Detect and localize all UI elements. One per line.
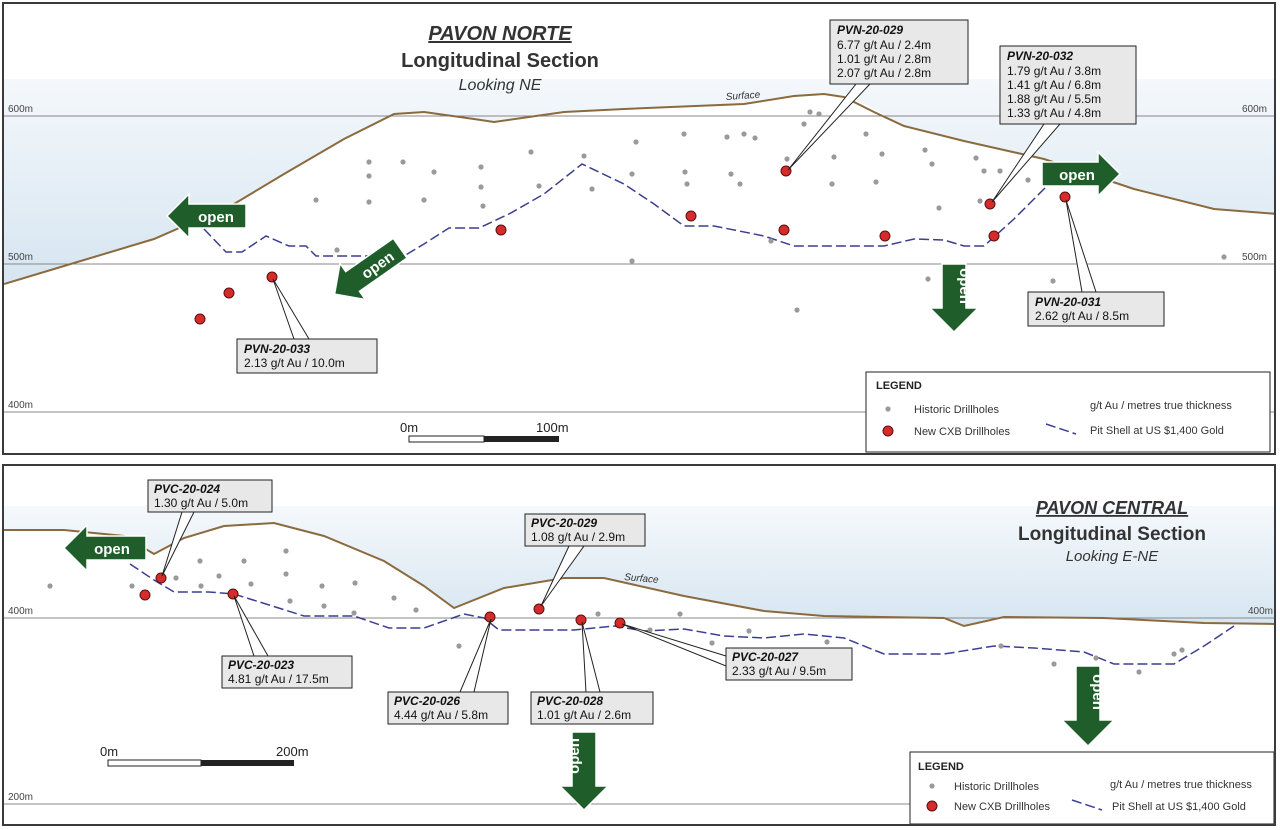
callout-id: PVC-20-029	[531, 516, 597, 530]
scale-end: 200m	[276, 744, 309, 759]
open-arrow-right: open	[1041, 150, 1122, 198]
callout-id: PVN-20-031	[1035, 295, 1101, 309]
historic-drillholes	[47, 548, 1185, 675]
callout-pvc-20-023: PVC-20-023 4.81 g/t Au / 17.5m	[221, 595, 353, 689]
open-label: open	[198, 209, 234, 226]
open-arrow-down-left: open	[333, 237, 409, 301]
scale-end: 100m	[536, 420, 569, 435]
callout-line: 2.07 g/t Au / 2.8m	[837, 66, 931, 80]
pavon-central-section: 400m 400m 200m Surface PAVON CENTRAL Lon…	[4, 466, 1274, 824]
pavon-norte-panel: 600m 600m 500m 500m 400m Surface PAVON N…	[2, 2, 1276, 455]
legend: LEGEND Historic Drillholes New CXB Drill…	[909, 751, 1274, 824]
callout-line: 1.01 g/t Au / 2.6m	[537, 708, 631, 722]
legend-pit-marker	[1071, 799, 1103, 811]
callout-line: 1.01 g/t Au / 2.8m	[837, 52, 931, 66]
section-subtitle: Longitudinal Section	[401, 50, 599, 72]
open-arrow-down-right: open	[1060, 665, 1116, 748]
legend-pit-marker	[1045, 423, 1077, 435]
callout-id: PVC-20-023	[228, 658, 294, 672]
legend-new: New CXB Drillholes	[914, 426, 1010, 438]
open-arrow-left: open	[165, 192, 247, 240]
callout-pvn-20-032: PVN-20-032 1.79 g/t Au / 3.8m 1.41 g/t A…	[991, 45, 1137, 203]
legend-units: g/t Au / metres true thickness	[1090, 400, 1232, 412]
surface-line	[4, 92, 1274, 285]
surface-label: Surface	[725, 90, 761, 103]
callout-line: 2.13 g/t Au / 10.0m	[244, 356, 345, 370]
elevation-label-500-left: 500m	[8, 252, 33, 263]
callout-line: 1.79 g/t Au / 3.8m	[1007, 64, 1101, 78]
callout-pvc-20-024: PVC-20-024 1.30 g/t Au / 5.0m	[147, 479, 273, 577]
legend-pit: Pit Shell at US $1,400 Gold	[1090, 425, 1224, 437]
callout-pvn-20-033: PVN-20-033 2.13 g/t Au / 10.0m	[236, 278, 378, 374]
elevation-label-400-left: 400m	[8, 400, 33, 411]
open-label: open	[94, 541, 130, 558]
legend-new-marker	[926, 800, 938, 812]
callout-pvc-20-029: PVC-20-029 1.08 g/t Au / 2.9m	[524, 513, 646, 607]
scale-start: 0m	[400, 420, 418, 435]
callout-line: 4.81 g/t Au / 17.5m	[228, 672, 329, 686]
callout-line: 2.33 g/t Au / 9.5m	[732, 664, 826, 678]
callout-pvc-20-026: PVC-20-026 4.44 g/t Au / 5.8m	[387, 618, 509, 725]
legend-historic-marker	[929, 783, 935, 789]
callout-line: 1.41 g/t Au / 6.8m	[1007, 78, 1101, 92]
elevation-label-400-right: 400m	[1248, 606, 1273, 617]
callout-line: 6.77 g/t Au / 2.4m	[837, 38, 931, 52]
callout-line: 4.44 g/t Au / 5.8m	[394, 708, 488, 722]
section-looking: Looking E-NE	[1066, 548, 1160, 565]
open-arrow-down: open	[928, 263, 980, 334]
callout-id: PVN-20-033	[244, 342, 310, 356]
callout-line: 1.30 g/t Au / 5.0m	[154, 496, 248, 510]
scale-start: 0m	[100, 744, 118, 759]
section-looking: Looking NE	[459, 77, 542, 94]
callout-id: PVC-20-027	[732, 650, 799, 664]
legend-units: g/t Au / metres true thickness	[1110, 779, 1252, 791]
pit-shell-line	[129, 563, 1235, 665]
callout-pvn-20-031: PVN-20-031 2.62 g/t Au / 8.5m	[1027, 199, 1165, 327]
callout-line: 2.62 g/t Au / 8.5m	[1035, 309, 1129, 323]
legend: LEGEND Historic Drillholes New CXB Drill…	[865, 371, 1271, 453]
pavon-central-panel: 400m 400m 200m Surface PAVON CENTRAL Lon…	[2, 464, 1276, 826]
callout-id: PVC-20-024	[154, 482, 220, 496]
callout-pvn-20-029: PVN-20-029 6.77 g/t Au / 2.4m 1.01 g/t A…	[787, 19, 969, 171]
historic-drillholes	[313, 109, 1227, 313]
scale-bar: 0m 100m	[400, 420, 569, 443]
new-drillholes	[139, 572, 626, 629]
section-subtitle: Longitudinal Section	[1018, 524, 1206, 545]
callout-pvc-20-027: PVC-20-027 2.33 g/t Au / 9.5m	[621, 623, 853, 681]
legend-historic: Historic Drillholes	[954, 781, 1039, 793]
surface-label: Surface	[624, 572, 660, 586]
scale-bar: 0m 200m	[100, 744, 309, 767]
open-label: open	[566, 738, 583, 774]
pavon-norte-section: 600m 600m 500m 500m 400m Surface PAVON N…	[4, 4, 1274, 453]
elevation-label-600-left: 600m	[8, 104, 33, 115]
legend-historic: Historic Drillholes	[914, 404, 999, 416]
callout-pvc-20-028: PVC-20-028 1.01 g/t Au / 2.6m	[530, 621, 654, 725]
elevation-label-600-right: 600m	[1242, 104, 1267, 115]
callout-line: 1.33 g/t Au / 4.8m	[1007, 106, 1101, 120]
legend-new-marker	[882, 425, 894, 437]
callout-id: PVN-20-032	[1007, 49, 1073, 63]
callout-id: PVN-20-029	[837, 23, 903, 37]
open-arrow-left: open	[62, 523, 147, 573]
legend-historic-marker	[885, 406, 891, 412]
section-title: PAVON CENTRAL	[1036, 498, 1188, 518]
open-label: open	[1089, 674, 1106, 710]
legend-heading: LEGEND	[876, 380, 922, 392]
callout-line: 1.08 g/t Au / 2.9m	[531, 530, 625, 544]
legend-new: New CXB Drillholes	[954, 801, 1050, 813]
elevation-label-500-right: 500m	[1242, 252, 1267, 263]
pit-shell-line	[203, 163, 1050, 257]
new-drillholes	[194, 165, 1071, 325]
legend-heading: LEGEND	[918, 761, 964, 773]
open-label: open	[1059, 167, 1095, 184]
callout-id: PVC-20-028	[537, 694, 603, 708]
legend-pit: Pit Shell at US $1,400 Gold	[1112, 801, 1246, 813]
open-arrow-down-center: open	[558, 731, 610, 812]
elevation-label-400-left: 400m	[8, 606, 33, 617]
section-title: PAVON NORTE	[428, 23, 572, 45]
elevation-label-200-left: 200m	[8, 792, 33, 803]
open-label: open	[956, 268, 973, 304]
callout-line: 1.88 g/t Au / 5.5m	[1007, 92, 1101, 106]
callout-id: PVC-20-026	[394, 694, 460, 708]
